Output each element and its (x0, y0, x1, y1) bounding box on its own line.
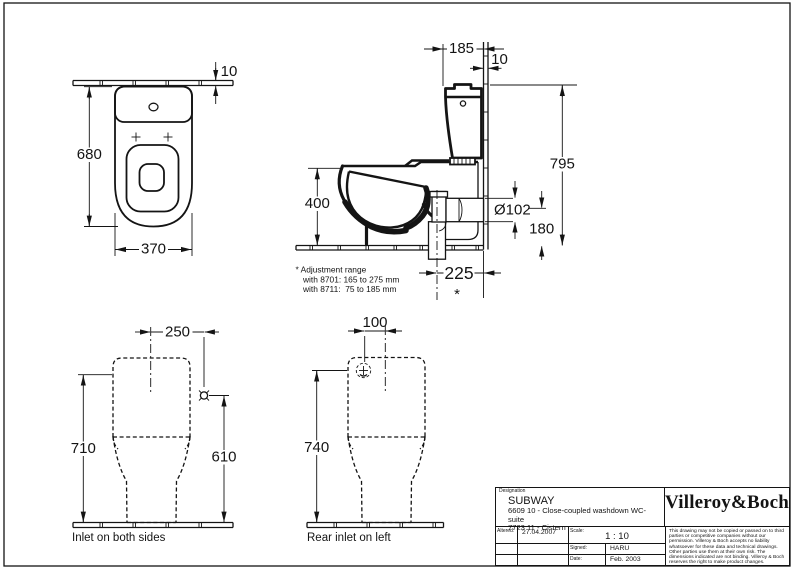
rear-view-left: 100 740 (302, 314, 445, 544)
title-block-meta-row: Altered: 27.04.2007 Scale: 1 : 10 Signed… (496, 527, 789, 565)
altered-label: Altered: (496, 527, 518, 544)
dim-10-side: 10 (470, 51, 508, 71)
dim-740-text: 740 (304, 439, 329, 456)
dim-102: Ø102 (485, 181, 531, 239)
dim-10-plan-text: 10 (221, 63, 238, 80)
dim-740: 740 (302, 370, 347, 523)
dim-370: 370 (114, 213, 193, 258)
dim-680-text: 680 (77, 146, 102, 163)
designation-cell: Designation SUBWAY 6609 10 - Close-coupl… (496, 488, 666, 532)
plan-seat-outline (125, 144, 180, 213)
dim-680: 680 (75, 86, 118, 227)
dim-795-text: 795 (550, 156, 575, 173)
dim-10-side-text: 10 (491, 51, 508, 68)
dim-370-text: 370 (141, 241, 166, 258)
dim-100: 100 (348, 314, 402, 362)
altered-value: 27.04.2007 (518, 527, 569, 544)
dim-185: 185 (424, 40, 504, 86)
title-block-designation-row: Designation SUBWAY 6609 10 - Close-coupl… (496, 488, 789, 532)
side-wall (482, 42, 489, 298)
product-series: SUBWAY (508, 495, 555, 507)
dim-10-plan: 10 (213, 62, 238, 104)
plan-seat-opening (138, 163, 165, 192)
sheet-border (3, 2, 791, 567)
side-cistern (444, 83, 483, 166)
date-label: Date: (569, 554, 606, 565)
rl-tank-outline (347, 356, 426, 437)
dim-250: 250 (135, 324, 219, 387)
rl-inlet-marker (355, 362, 372, 379)
plan-wall-strip (72, 79, 234, 87)
rb-bowl-left (112, 436, 128, 523)
signed-label: Signed: (569, 544, 606, 555)
rb-floor (72, 521, 234, 529)
plan-view: 680 370 10 (72, 62, 238, 258)
adjustment-note: * Adjustment range with 8701: 165 to 275… (296, 265, 400, 295)
rear-view-both: 250 610 710 (68, 324, 239, 544)
dim-400: 400 (303, 167, 340, 246)
designation-label: Designation (499, 488, 526, 494)
dim-710: 710 (68, 374, 112, 523)
rb-inlet-marker (198, 390, 210, 401)
dim-710-text: 710 (71, 440, 96, 457)
dim-185-text: 185 (449, 40, 474, 57)
dim-225-star: * (454, 286, 460, 303)
dim-180: 180 (528, 191, 554, 260)
dim-795: 795 (490, 84, 577, 246)
meta-table: Altered: 27.04.2007 Scale: 1 : 10 Signed… (496, 527, 666, 565)
empty-cell (496, 554, 518, 565)
dim-180-text: 180 (529, 221, 554, 238)
empty-cell (518, 544, 569, 555)
rb-caption: Inlet on both sides (72, 532, 166, 544)
dim-610: 610 (209, 395, 239, 523)
signed-value: HARU (606, 544, 665, 555)
disclaimer-text: This drawing may not be copied or passed… (669, 529, 785, 566)
plan-seat-hinges (131, 132, 173, 142)
scale-value: 1 : 10 (605, 531, 629, 542)
empty-cell (496, 544, 518, 555)
plan-flush-button (148, 102, 159, 112)
rl-caption: Rear inlet on left (307, 532, 392, 544)
rl-bowl-right (410, 436, 426, 523)
product-item-1: 6609 10 - Close-coupled washdown WC-suit… (508, 506, 647, 524)
rl-bowl-left (347, 436, 363, 523)
outlet-flange-lip (429, 190, 449, 198)
brand-logo: Villeroy&Boch (665, 492, 789, 513)
date-value: Feb. 2003 (610, 555, 641, 563)
side-coupling-washer (449, 157, 476, 166)
adjustment-note-line1: * Adjustment range (296, 265, 367, 275)
adjustment-note-line3: with 8711: 75 to 185 mm (302, 284, 396, 294)
product-item-2: 7723 11 - Cistern (508, 523, 566, 533)
rb-bowl-right (175, 436, 191, 523)
dim-400-text: 400 (305, 195, 330, 212)
scale-cell: Scale: 1 : 10 (569, 527, 665, 544)
dim-610-text: 610 (211, 449, 236, 466)
empty-cell (518, 554, 569, 565)
side-bowl (337, 159, 478, 246)
dim-102-text: Ø102 (494, 202, 531, 219)
adjustment-note-line2: with 8701: 165 to 275 mm (302, 274, 399, 284)
side-view: 185 10 795 400 (295, 40, 577, 303)
rb-tank-outline (112, 357, 191, 437)
outlet-horizontal-pipe (445, 197, 485, 223)
dim-225: 225 * (419, 263, 501, 303)
side-floor (295, 244, 484, 251)
side-bowl-rear (446, 162, 479, 241)
rl-floor (306, 521, 445, 529)
scale-label: Scale: (570, 528, 584, 534)
dim-100-text: 100 (362, 314, 387, 331)
side-outlet-connector (427, 190, 485, 300)
dim-225-text: 225 (444, 263, 473, 283)
dim-250-text: 250 (165, 324, 190, 341)
side-cistern-medallion (459, 100, 467, 107)
title-block: Designation SUBWAY 6609 10 - Close-coupl… (495, 487, 790, 566)
plan-cistern-lid (114, 85, 193, 123)
